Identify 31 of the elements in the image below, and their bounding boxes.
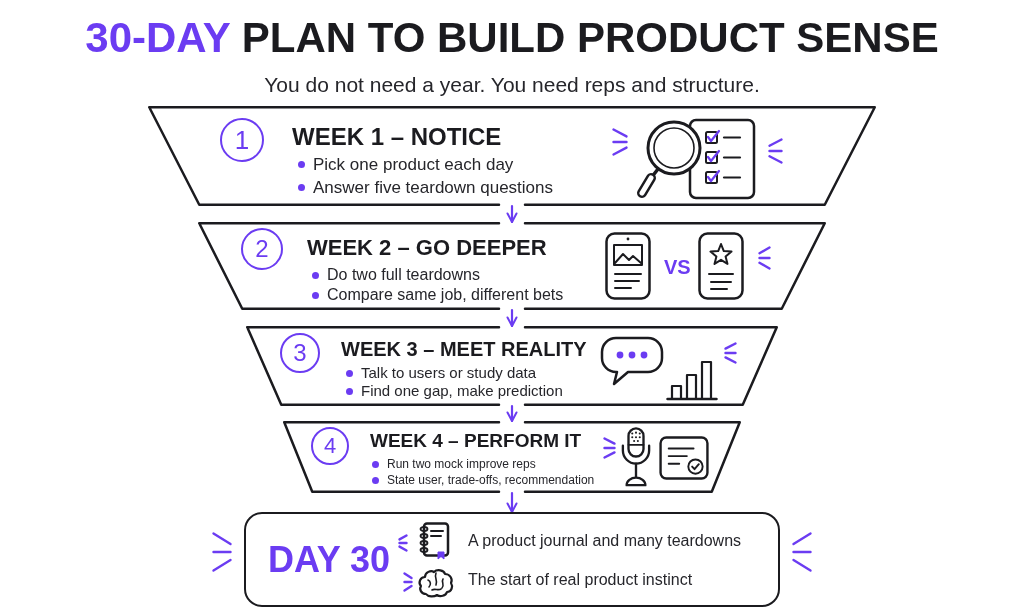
milestone-panel (244, 512, 780, 607)
bullet-text: Compare same job, different bets (327, 285, 564, 305)
bullet-text: Run two mock improve reps (387, 457, 536, 472)
bullet-text: Talk to users or study data (361, 364, 537, 383)
versus-label: VS (664, 255, 691, 279)
bullet-text: State user, trade-offs, recommendation (387, 473, 595, 488)
stage-heading: WEEK 3 – MEET REALITY (341, 337, 587, 361)
stage-heading: WEEK 4 – PERFORM IT (370, 430, 582, 453)
stage-panel (198, 222, 826, 310)
stage-heading: WEEK 2 – GO DEEPER (307, 235, 547, 262)
step-number: 1 (220, 118, 264, 162)
page-title: 30-DAY PLAN TO BUILD PRODUCT SENSE (85, 14, 939, 62)
outcome-text: A product journal and many teardowns (468, 531, 742, 551)
milestone-heading: DAY 30 (268, 539, 391, 581)
arrow (506, 308, 518, 328)
stage-panel (246, 326, 778, 406)
stage-panel (283, 421, 741, 493)
bullet-text: Pick one product each day (313, 154, 514, 176)
arrow (506, 404, 518, 423)
subtitle: You do not need a year. You need reps and structure. (264, 72, 760, 98)
arrow (506, 204, 518, 224)
stage-heading: WEEK 1 – NOTICE (292, 123, 502, 152)
step-number: 4 (311, 427, 349, 465)
stage-panel (148, 106, 876, 206)
bullet-text: Do two full teardowns (327, 265, 480, 285)
outcome-text: The start of real product instinct (468, 570, 693, 590)
bullet-text: Answer five teardown questions (313, 177, 554, 199)
bullet-text: Find one gap, make prediction (361, 382, 563, 401)
arrow (506, 491, 518, 514)
step-number: 3 (280, 333, 320, 373)
step-number: 2 (241, 228, 283, 270)
